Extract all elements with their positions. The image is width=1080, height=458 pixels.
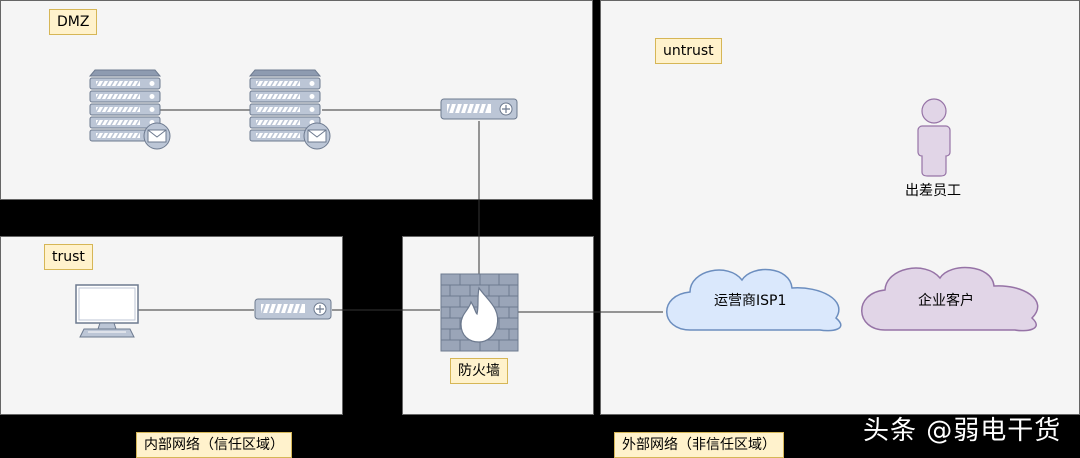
isp-cloud-icon bbox=[666, 268, 842, 332]
watermark-text: 头条 @弱电干货 bbox=[863, 416, 1062, 446]
isp-label: 运营商ISP1 bbox=[714, 293, 787, 309]
mail-server-icon bbox=[250, 70, 330, 149]
external-network-label: 外部网络（非信任区域） bbox=[614, 432, 784, 458]
mail-server-icon bbox=[90, 70, 170, 149]
person-icon bbox=[917, 98, 951, 177]
internal-network-label: 内部网络（信任区域） bbox=[136, 432, 292, 458]
trust-zone-label: trust bbox=[44, 244, 93, 270]
connection-lines bbox=[136, 109, 663, 313]
firewall-icon bbox=[440, 273, 519, 352]
dmz-zone-label: DMZ bbox=[49, 9, 98, 35]
enterprise-client-label: 企业客户 bbox=[918, 293, 974, 309]
untrust-zone-label: untrust bbox=[655, 38, 722, 64]
enterprise-cloud-icon bbox=[861, 266, 1039, 332]
firewall-label: 防火墙 bbox=[450, 358, 508, 384]
traveling-staff-label: 出差员工 bbox=[905, 183, 961, 199]
untrust-zone bbox=[600, 0, 1080, 415]
switch-icon bbox=[254, 298, 332, 320]
switch-icon bbox=[440, 98, 518, 120]
pc-icon bbox=[75, 284, 139, 338]
